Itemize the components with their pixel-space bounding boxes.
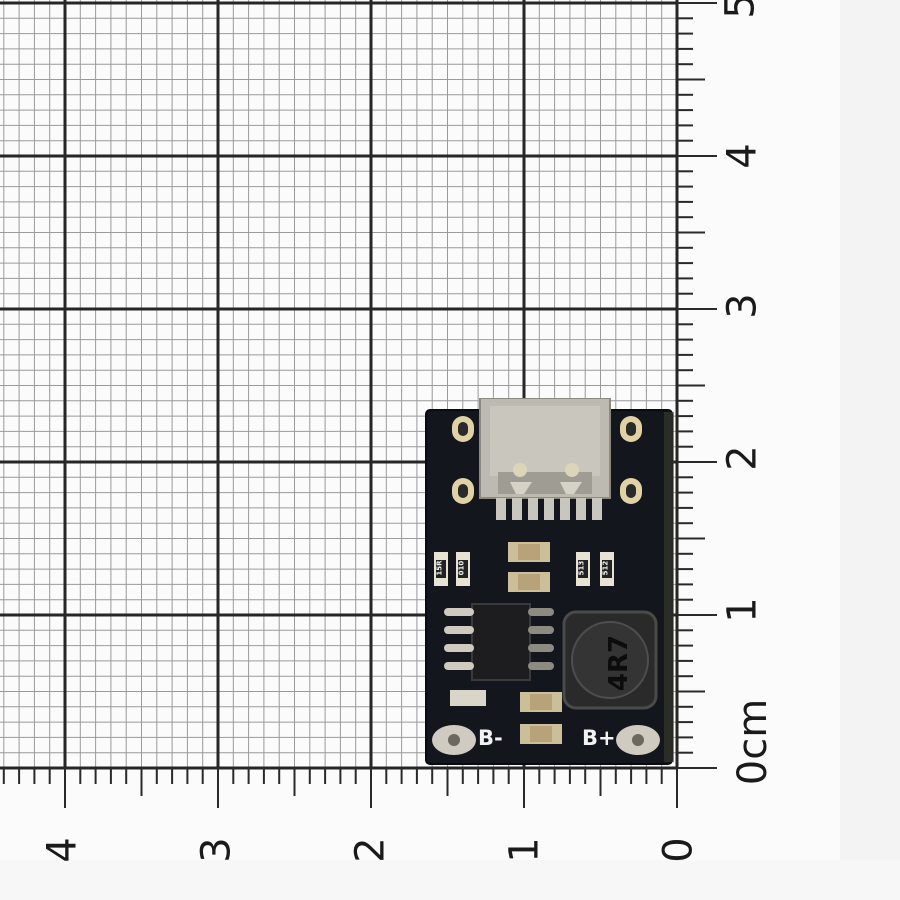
capacitor-pair-top xyxy=(508,542,550,592)
battery-pads xyxy=(432,725,660,755)
ruler-label-4: 4 xyxy=(719,143,766,169)
resistor-marking-4: 512 xyxy=(601,560,610,576)
inductor xyxy=(562,610,658,710)
ruler-label-2: 2 xyxy=(719,445,766,471)
resistor-marking-1: 15R xyxy=(435,560,444,576)
ruler-label-1: 1 xyxy=(719,597,766,623)
usb-c-connector xyxy=(479,398,611,520)
charger-module-board: B- B+ 4R7 15R 010 513 512 xyxy=(424,398,676,768)
ruler-label-3: 3 xyxy=(719,293,766,319)
silk-label-b-minus: B- xyxy=(478,726,503,750)
led-or-resistor xyxy=(450,690,486,706)
inductor-marking: 4R7 xyxy=(604,634,635,692)
connector-mount-pads xyxy=(452,416,642,504)
silk-label-b-plus: B+ xyxy=(582,726,616,750)
ruler-bottom-label-2: 2 xyxy=(347,837,394,863)
ruler-bottom-label-1: 1 xyxy=(501,837,548,863)
resistors-left xyxy=(434,552,470,586)
ruler-label-0cm: 0cm xyxy=(730,698,777,786)
resistors-right xyxy=(576,552,614,586)
ruler-label-5: 5 xyxy=(717,0,764,19)
ruler-bottom-label-4: 4 xyxy=(39,837,86,863)
ruler-bottom-label-0: 0 xyxy=(655,837,702,863)
ic-chip xyxy=(444,603,554,681)
ruler-bottom-label-3: 3 xyxy=(193,837,240,863)
capacitor-pair-bottom xyxy=(520,692,562,744)
resistor-marking-2: 010 xyxy=(457,560,466,576)
resistor-marking-3: 513 xyxy=(577,560,586,576)
